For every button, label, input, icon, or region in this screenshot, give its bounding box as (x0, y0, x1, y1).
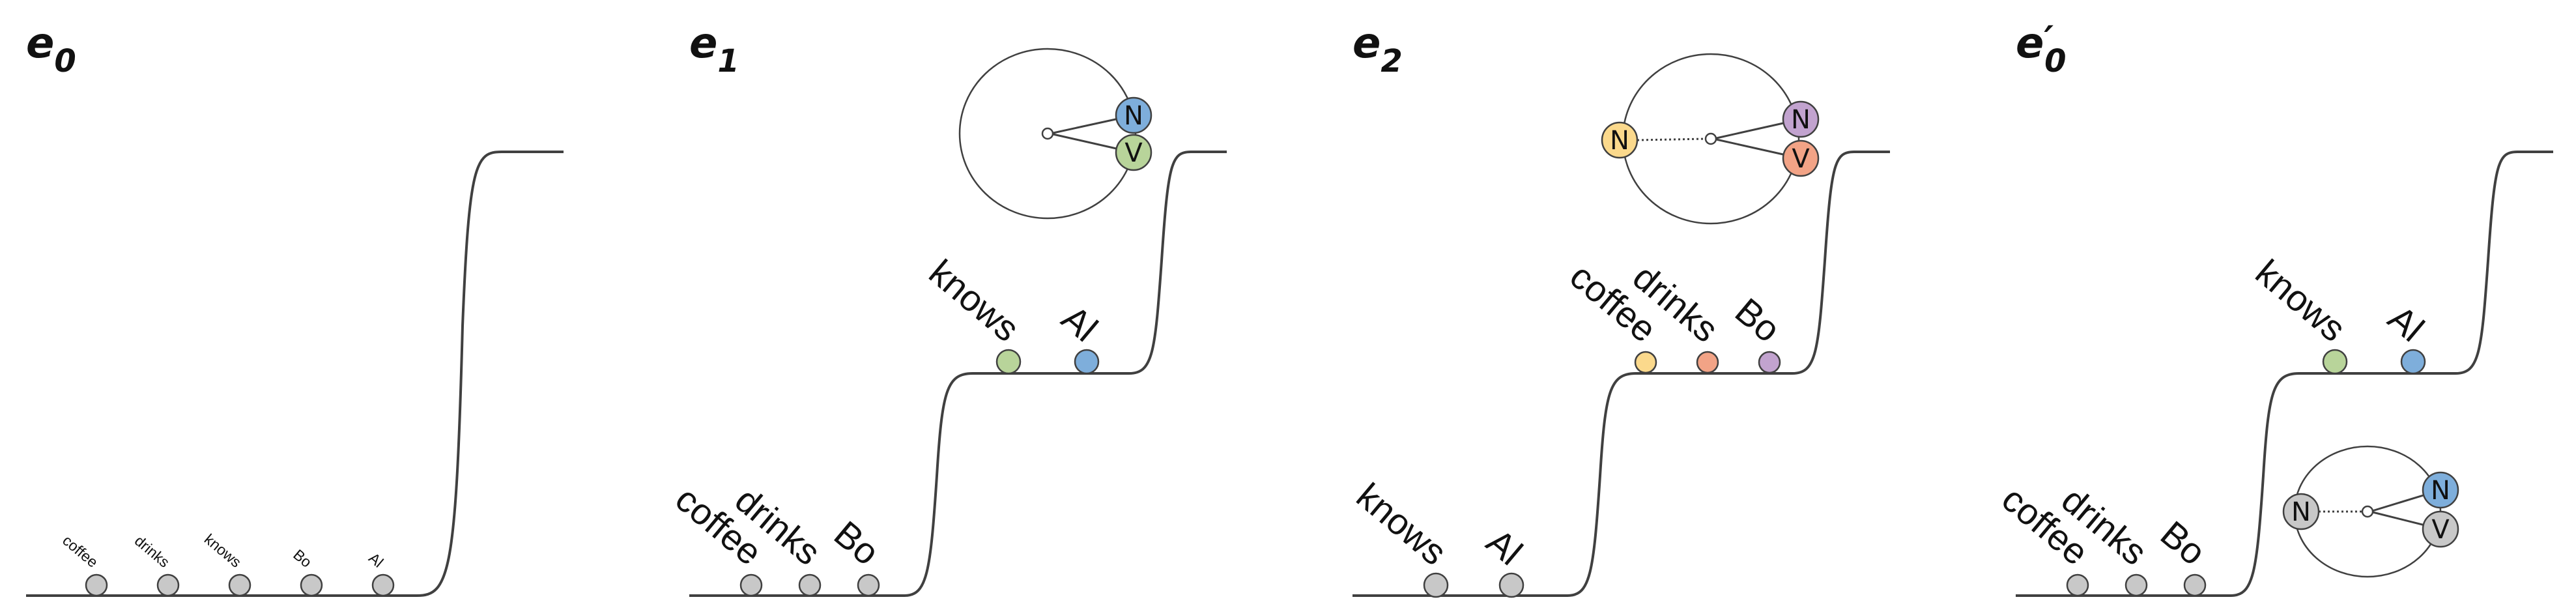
word-label-drinks: drinks (132, 532, 173, 570)
word-label-al: Al (1479, 521, 1530, 573)
word-dot-knows (2322, 349, 2348, 375)
word-label-bo: Bo (2153, 513, 2214, 573)
node-label: V (1124, 138, 1143, 168)
word-dot-drinks (1696, 351, 1719, 374)
word-dot-bo (2183, 573, 2207, 597)
node-n (1782, 100, 1820, 138)
word-dot-al (1498, 572, 1524, 598)
word-label-knows: knows (2248, 252, 2354, 349)
word-label-al: Al (365, 549, 386, 571)
word-label-coffee: coffee (59, 532, 101, 571)
word-label-al: Al (1054, 297, 1106, 349)
word-dot-knows (1423, 572, 1449, 598)
node-n (1115, 96, 1152, 134)
energy-curve (2016, 151, 2553, 597)
panel-title: e0 (26, 20, 76, 80)
circle-center (2361, 505, 2374, 518)
syntax-circle: NVN (1601, 53, 1820, 225)
node-v (1115, 134, 1152, 171)
word-label-bo: Bo (1728, 290, 1788, 350)
node-label: N (2431, 476, 2450, 506)
node-n (2422, 471, 2459, 509)
word-dot-coffee (85, 573, 108, 597)
circle-center (1704, 132, 1717, 145)
energy-curve (689, 151, 1227, 597)
circle-dotted-edge (1637, 138, 1708, 141)
word-label-al: Al (2381, 297, 2432, 349)
word-label-bo: Bo (290, 546, 315, 571)
word-label-knows: knows (1349, 475, 1455, 573)
node-label: N (1791, 105, 1810, 135)
word-dot-drinks (798, 573, 822, 597)
word-dot-al (2400, 349, 2426, 375)
syntax-circle: NV (958, 48, 1152, 220)
energy-curve (1352, 151, 1890, 597)
word-dot-coffee (1634, 351, 1657, 374)
node-label: N (1124, 101, 1143, 131)
node-label: V (1792, 144, 1810, 174)
word-dot-coffee (739, 573, 763, 597)
node-left-n (2282, 493, 2320, 530)
word-dot-knows (995, 349, 1022, 375)
word-dot-knows (228, 573, 251, 597)
word-dot-drinks (2125, 573, 2148, 597)
circle-center (1041, 127, 1054, 140)
energy-curve (26, 151, 564, 597)
word-dot-bo (857, 573, 880, 597)
word-label-knows: knows (201, 530, 245, 571)
word-dot-drinks (156, 573, 180, 597)
node-label: N (2291, 497, 2311, 527)
node-label: N (1610, 126, 1629, 156)
node-v (2422, 510, 2459, 548)
node-label: V (2431, 515, 2450, 545)
syntax-circle: NVN (2282, 445, 2459, 578)
word-dot-bo (300, 573, 323, 597)
node-left-n (1601, 121, 1639, 159)
panel-title: e′0 (2016, 19, 2067, 80)
node-v (1782, 139, 1820, 177)
panel-e0: e0 coffee drinks knows Bo Al (26, 20, 564, 597)
word-label-knows: knows (922, 252, 1027, 349)
panel-title: e2 (1352, 20, 1403, 80)
panel-title: e1 (689, 20, 739, 80)
word-dot-al (1074, 349, 1100, 375)
word-label-bo: Bo (827, 513, 887, 573)
word-dot-al (371, 573, 395, 597)
word-dot-bo (1758, 351, 1781, 374)
word-dot-coffee (2066, 573, 2089, 597)
